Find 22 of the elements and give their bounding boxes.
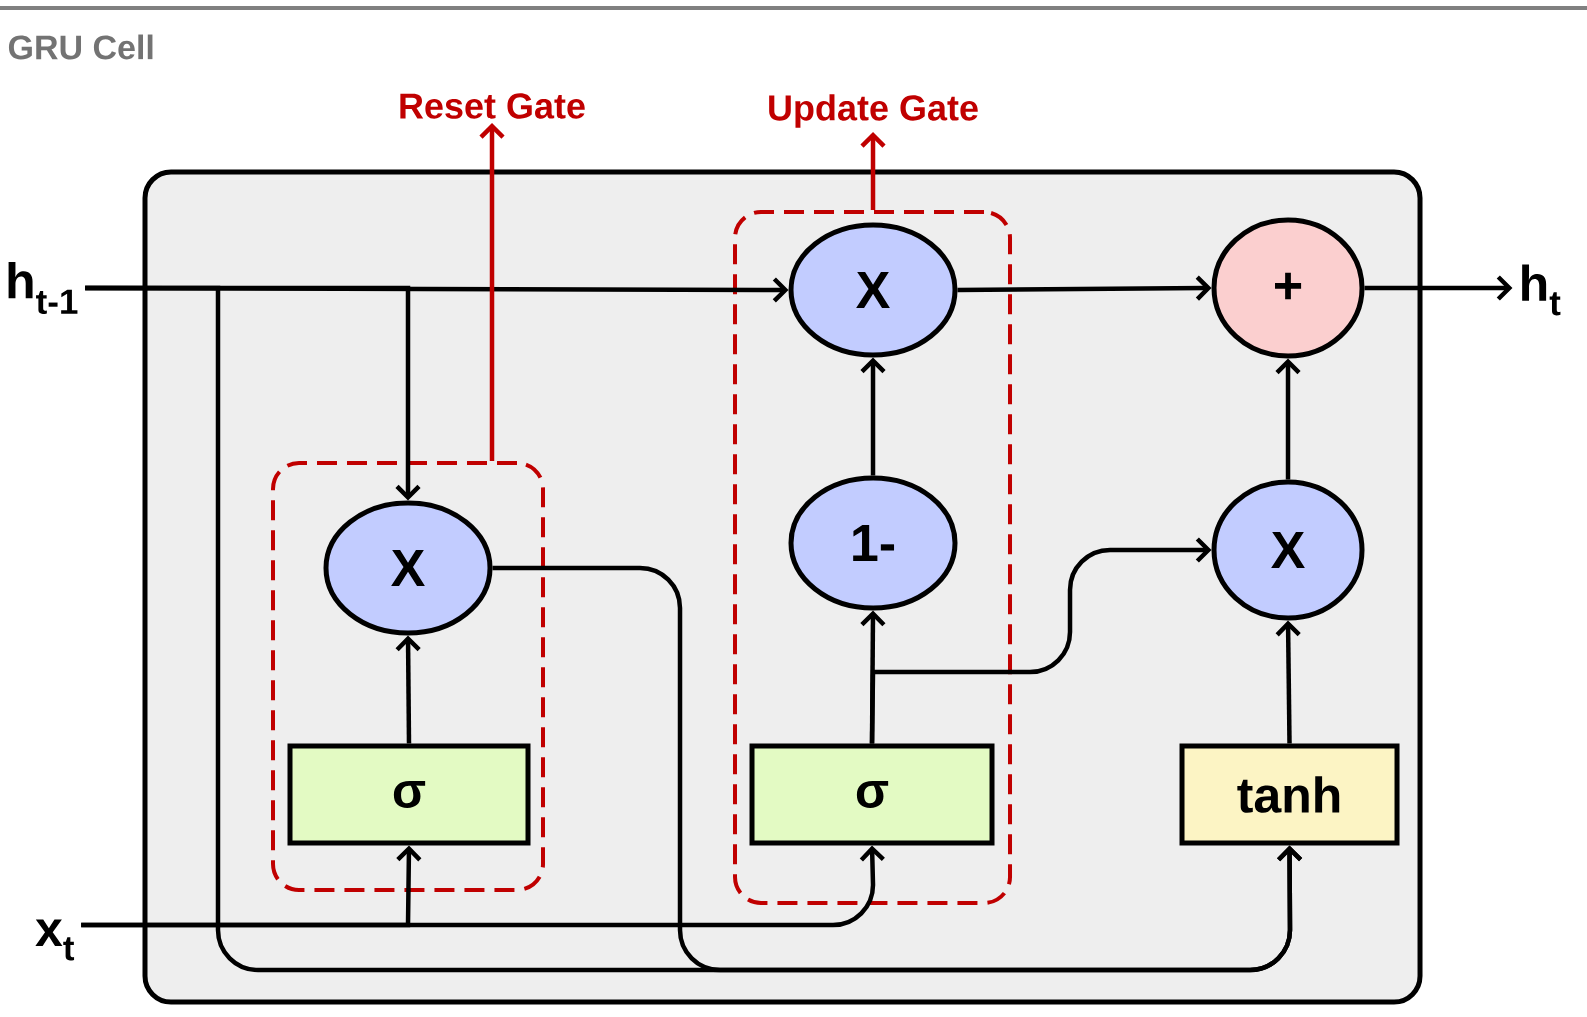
arrow [860,131,886,210]
gate-region [733,210,1012,905]
arrow [81,845,885,928]
arrow [1275,358,1301,480]
gate-region [271,461,545,892]
arrow [479,122,505,461]
title: GRU Cell [8,34,153,60]
arrow [957,275,1212,301]
arrow [395,635,421,744]
gate-label: Update Gate [769,94,978,128]
arrow [869,537,1212,744]
input-label: h$_{t-1}$ [8,262,78,315]
arrow [860,357,886,476]
input-label: x$_{t}$ [35,919,75,961]
arrow [1275,620,1301,744]
activation-box: σ [749,743,995,846]
activation-box: σ [287,743,531,846]
arrow [492,565,1303,973]
activation-box: tanh [1179,743,1400,846]
arrow [1364,275,1513,301]
gate-label: Reset Gate [400,93,585,119]
output-label: h$_{t}$ [1522,264,1561,316]
